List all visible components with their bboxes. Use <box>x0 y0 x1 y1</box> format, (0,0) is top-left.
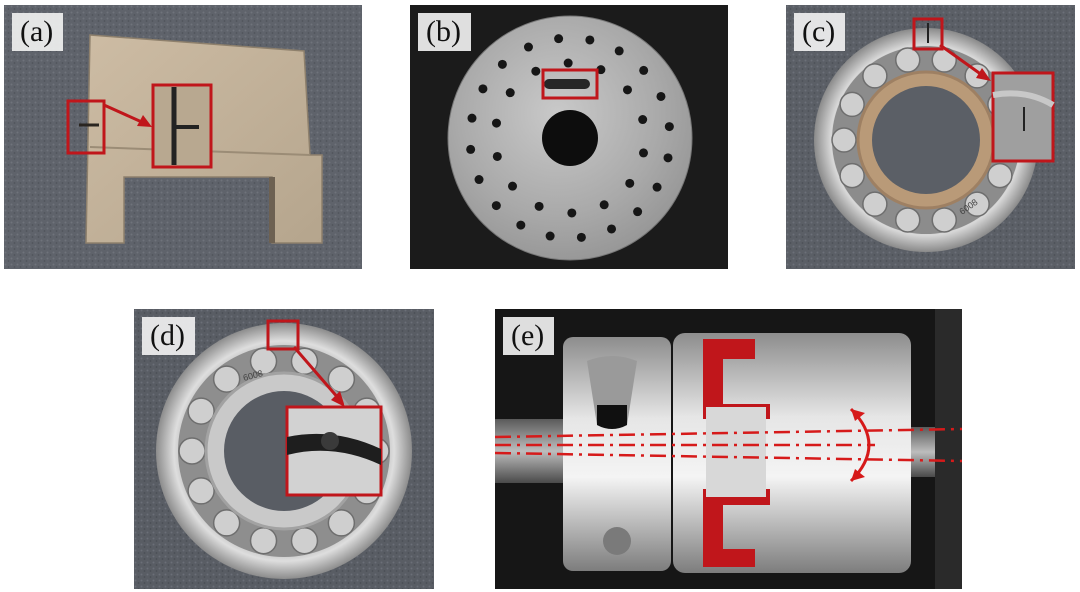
defect-box <box>541 68 599 100</box>
bearing-inner-photo: 6008 <box>134 309 434 589</box>
plate-photo <box>4 5 362 269</box>
panel-d: 6008 (d) <box>134 309 434 589</box>
defect-zoom-box <box>991 71 1055 163</box>
panel-label: (b) <box>418 13 471 51</box>
disc-photo <box>410 5 728 269</box>
coupling-photo <box>495 309 962 589</box>
bearing-outer-photo: 6008 <box>786 5 1075 269</box>
panel-label: (e) <box>503 317 555 355</box>
defect-zoom-box <box>151 83 213 169</box>
panel-e: (e) <box>495 309 962 589</box>
defect-box-small <box>912 17 944 51</box>
panel-a: (a) <box>4 5 362 269</box>
defect-box-small <box>266 319 300 351</box>
panel-label: (a) <box>12 13 64 51</box>
panel-b: (b) <box>410 5 728 269</box>
panel-label: (c) <box>794 13 846 51</box>
defect-box-small <box>66 99 106 155</box>
panel-label: (d) <box>142 317 195 355</box>
panel-c: 6008 (c) <box>786 5 1075 269</box>
